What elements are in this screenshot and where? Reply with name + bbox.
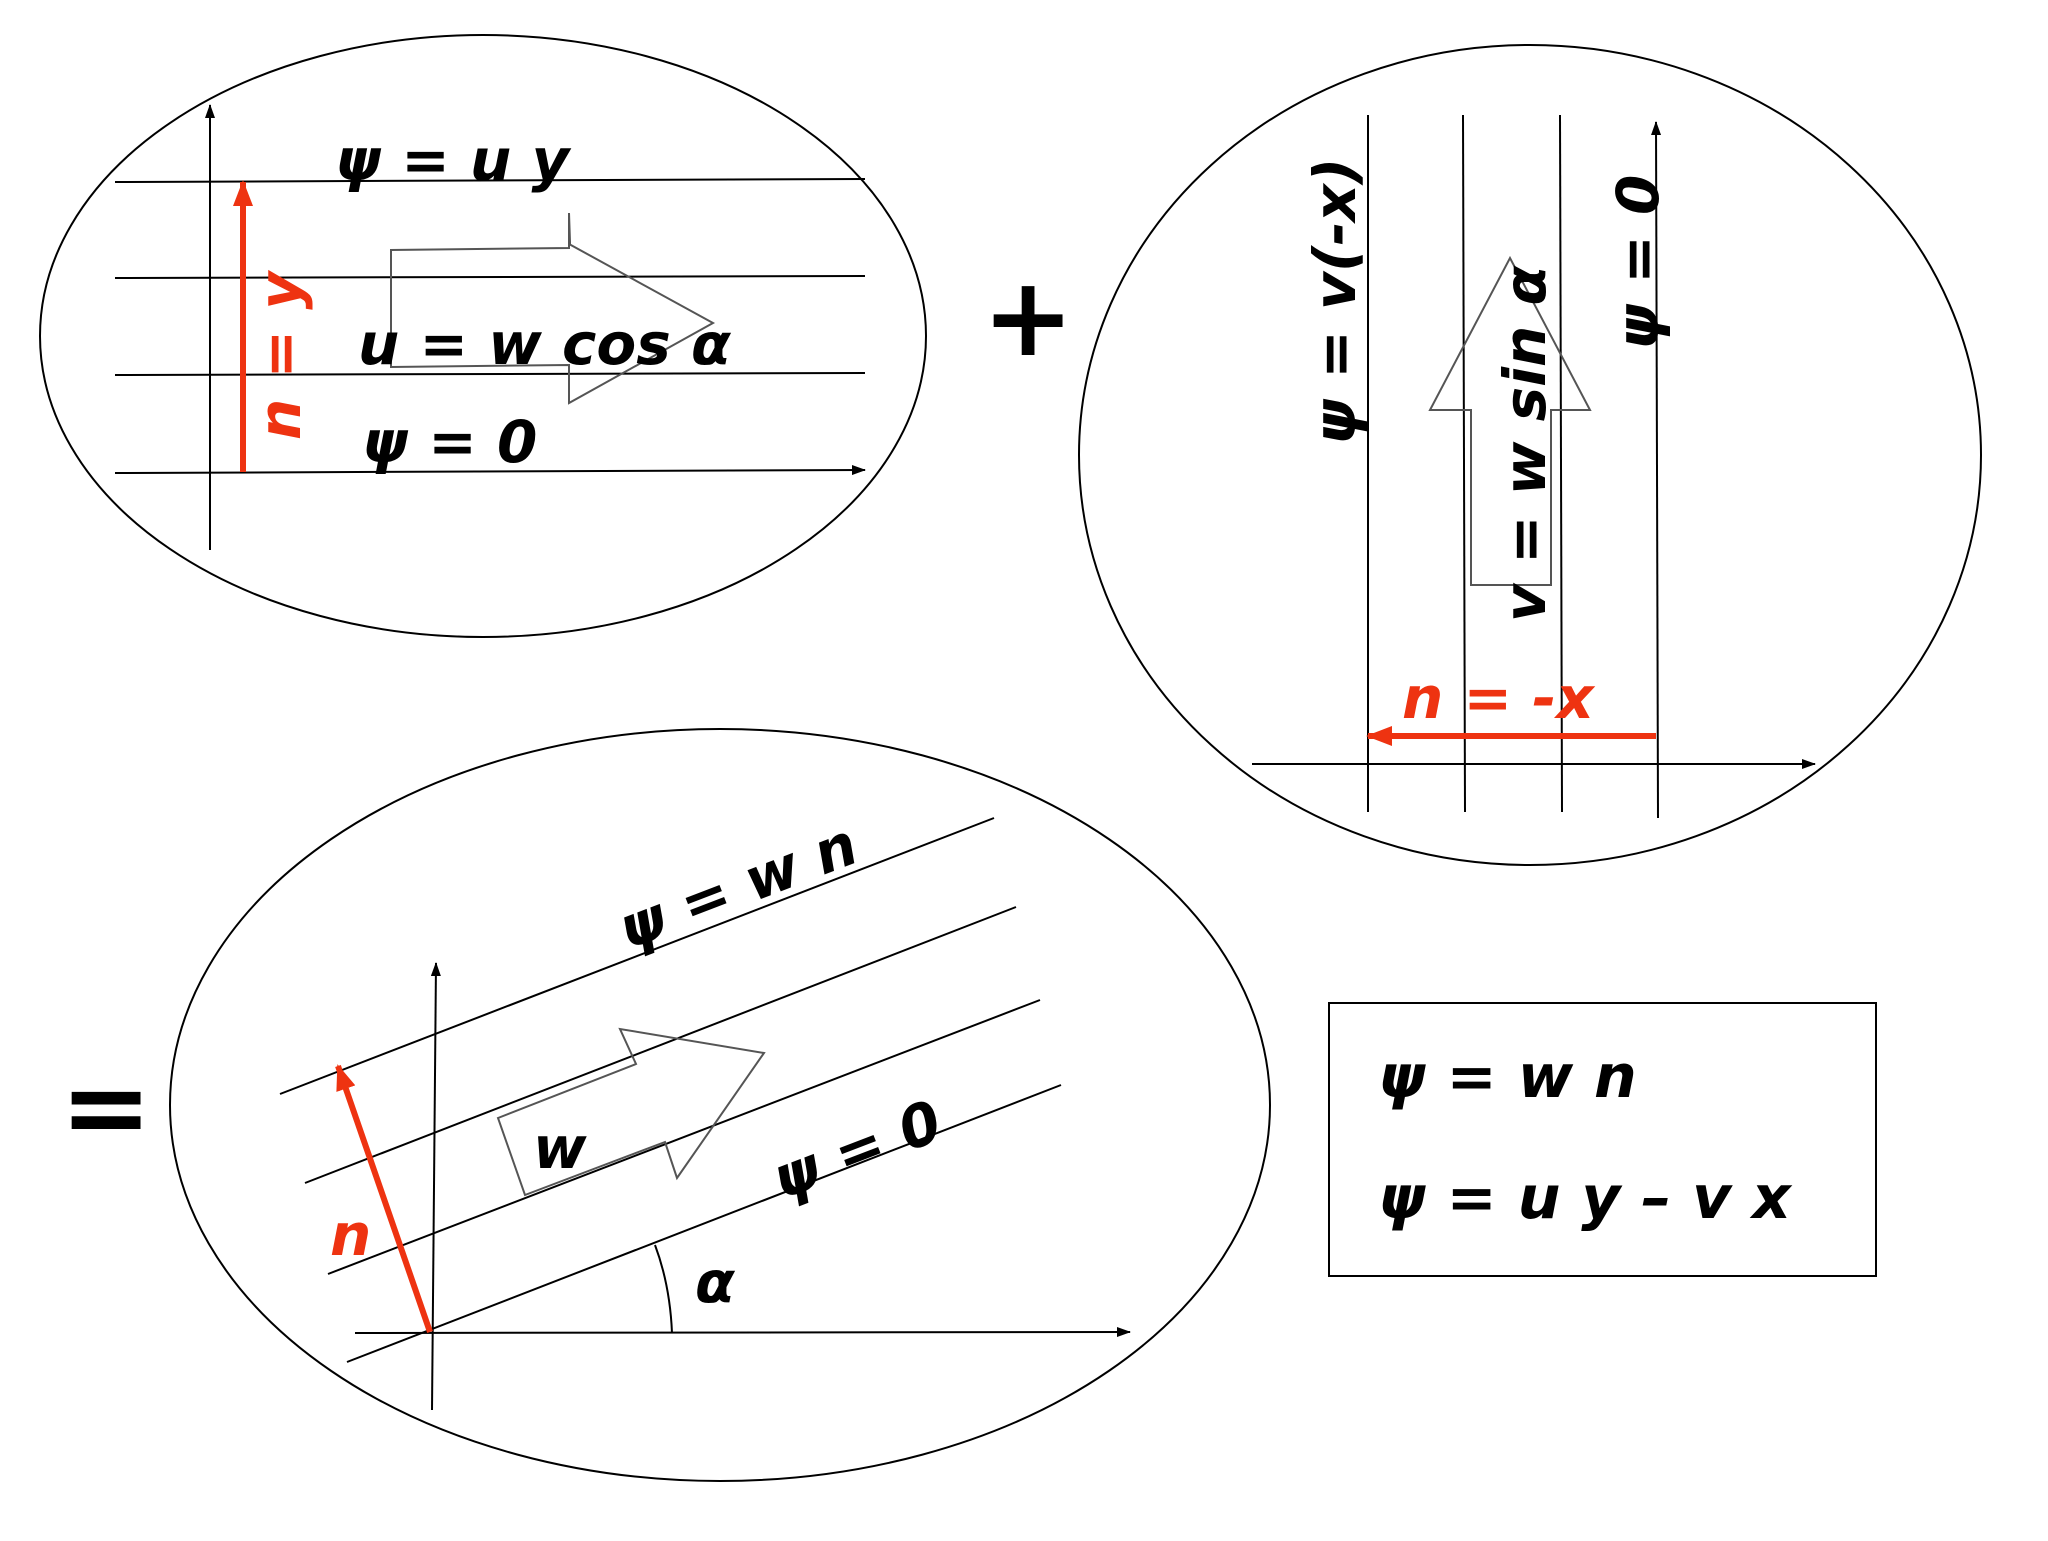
y-axis — [1651, 121, 1662, 819]
n-label: n = -x — [1402, 664, 1595, 732]
streamline — [327, 999, 1041, 1275]
w-label: w — [533, 1114, 587, 1182]
velocity-arrow-v — [1428, 255, 1592, 586]
psi-top-label: ψ = w n — [609, 810, 867, 963]
panel-combined-border — [169, 728, 1271, 1482]
result-box-border — [1328, 1002, 1877, 1277]
streamline — [114, 275, 866, 279]
panel-combined: n ψ = w n w ψ = 0 α — [169, 728, 1271, 1482]
x-axis — [354, 1327, 1131, 1338]
result-line-2: ψ = u y – v x — [1378, 1163, 1793, 1233]
x-axis — [114, 465, 866, 476]
panel-uniform-y-border — [1078, 44, 1982, 866]
velocity-arrow-w — [496, 1027, 766, 1197]
psi-zero-label: ψ = 0 — [362, 408, 537, 476]
n-arrow — [335, 1064, 433, 1333]
angle-arc — [654, 1244, 673, 1334]
result-line-1: ψ = w n — [1378, 1042, 1637, 1112]
panel-uniform-x: n = y ψ = u y u = w cos α ψ = 0 — [39, 34, 927, 638]
streamline — [1559, 114, 1563, 813]
panel-uniform-y: n = -x ψ = v(-x) v = w sin α ψ = 0 — [1078, 44, 1982, 866]
psi-zero-label: ψ = 0 — [1604, 175, 1672, 350]
streamline — [346, 1084, 1062, 1363]
n-label: n — [330, 1201, 371, 1269]
velocity-arrow-u — [390, 212, 716, 405]
panel-uniform-x-border — [39, 34, 927, 638]
psi-top-label: ψ = u y — [335, 126, 572, 194]
v-label: v = w sin α — [1491, 265, 1559, 622]
equals-operator: = — [60, 1043, 152, 1171]
psi-left-label: ψ = v(-x) — [1301, 158, 1369, 445]
result-box: ψ = w n ψ = u y – v x — [1328, 1002, 1877, 1277]
n-label: n = y — [246, 270, 314, 440]
u-label: u = w cos α — [358, 310, 732, 378]
streamline — [304, 906, 1017, 1184]
plus-operator: + — [982, 253, 1074, 381]
y-axis — [430, 962, 441, 1411]
streamline — [279, 817, 995, 1095]
angle-label: α — [695, 1248, 736, 1316]
streamline — [1462, 114, 1466, 813]
psi-zero-label: ψ = 0 — [763, 1087, 951, 1213]
